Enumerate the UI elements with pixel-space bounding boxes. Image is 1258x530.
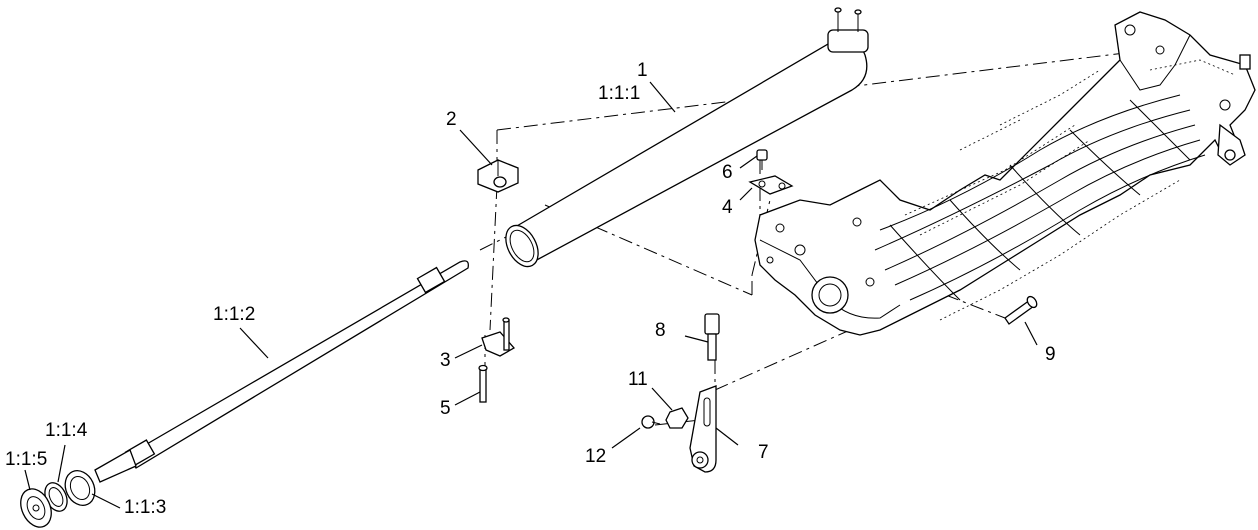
callout-4: 4 — [722, 197, 733, 218]
bolt-part-5 — [478, 364, 488, 403]
callout-1-1-3: 1:1:3 — [124, 497, 166, 518]
callout-12: 12 — [585, 446, 606, 467]
callout-7: 7 — [758, 442, 769, 463]
callout-1-1-1: 1:1:1 — [598, 83, 640, 104]
callout-5: 5 — [440, 398, 451, 419]
reel-frame-assembly — [754, 11, 1256, 336]
bracket-part-3 — [481, 317, 516, 357]
clamp-part-2 — [477, 159, 519, 193]
nut-part-11 — [665, 407, 689, 429]
callout-1-1-4: 1:1:4 — [45, 420, 88, 441]
screw-part-8 — [704, 313, 720, 361]
plate-part-4 — [748, 175, 794, 195]
link-arm-part-7 — [689, 385, 717, 473]
leader-lines — [24, 81, 1038, 509]
callout-9: 9 — [1045, 344, 1056, 365]
callout-11: 11 — [628, 369, 648, 390]
pin-part-12 — [641, 415, 661, 429]
callout-6: 6 — [722, 162, 733, 183]
shaft-part-1-1-2 — [94, 260, 469, 483]
roller-tube-part-1 — [505, 7, 869, 268]
callout-1-1-5: 1:1:5 — [5, 449, 47, 470]
callout-labels: 1 1:1:1 2 6 4 1:1:2 8 9 3 11 5 1:1:4 7 1… — [5, 60, 1056, 518]
callout-1: 1 — [637, 60, 648, 81]
callout-2: 2 — [446, 109, 457, 130]
bolt-part-9 — [1004, 295, 1038, 325]
bearing-parts — [20, 469, 96, 528]
callout-3: 3 — [440, 350, 451, 371]
callout-1-1-2: 1:1:2 — [213, 304, 255, 325]
callout-8: 8 — [655, 320, 666, 341]
nut-part-6 — [756, 149, 768, 170]
